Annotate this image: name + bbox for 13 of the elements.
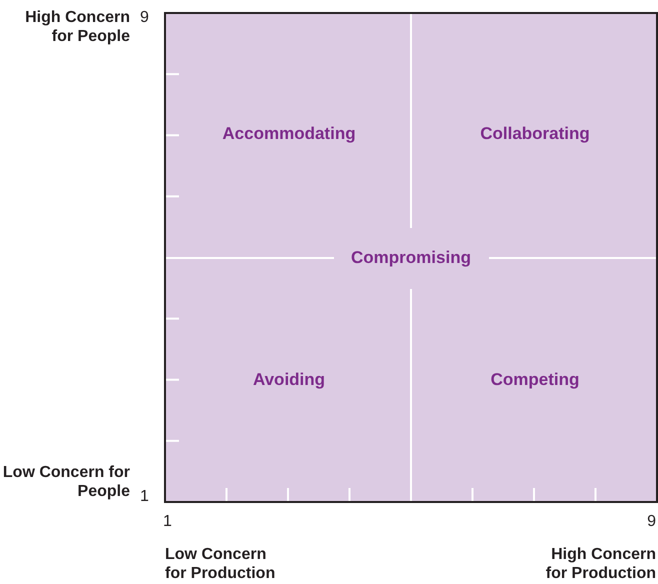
tick-label: 9: [646, 512, 656, 531]
tick-label: 1: [140, 487, 150, 506]
quadrant-label: Avoiding: [252, 370, 326, 389]
axis-label: Low Concern for People: [2, 463, 130, 501]
quadrant-label: Compromising: [350, 248, 472, 267]
axis-label: High Concern for People: [24, 8, 130, 46]
tick-label: 1: [163, 512, 173, 531]
quadrant-label: Accommodating: [221, 124, 357, 143]
quadrant-label: Competing: [490, 370, 580, 389]
axis-label: Low Concern for Production: [165, 545, 276, 583]
quadrant-label: Collaborating: [479, 124, 591, 143]
tick-label: 9: [140, 8, 150, 27]
axis-label: High Concern for Production: [544, 545, 656, 583]
